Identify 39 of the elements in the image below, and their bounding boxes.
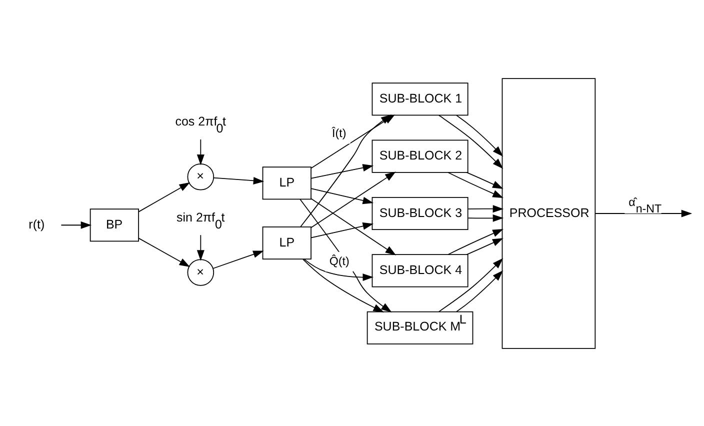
arrow xyxy=(310,188,374,204)
node-box: SUB-BLOCK 4 xyxy=(372,254,468,287)
node-box: SUB-BLOCK 3 xyxy=(372,196,468,230)
arrow xyxy=(310,222,374,238)
arrow xyxy=(213,176,264,184)
arrow xyxy=(456,114,504,156)
node-circle: × xyxy=(187,258,214,286)
arrow xyxy=(138,182,190,212)
node-box: BP xyxy=(90,208,140,242)
arrow xyxy=(438,114,504,168)
node-circle: × xyxy=(187,162,214,190)
edge-label: Q̂(t) xyxy=(329,254,350,268)
arrow xyxy=(310,198,396,255)
arrow xyxy=(595,209,692,217)
arrow xyxy=(468,204,504,212)
arrow xyxy=(466,171,504,188)
arrow xyxy=(138,237,190,267)
node-box: PROCESSOR xyxy=(502,78,596,348)
node-text: r(t) xyxy=(28,216,45,231)
arrow xyxy=(196,234,204,260)
arrow xyxy=(438,258,504,312)
arrow xyxy=(310,171,396,228)
arrow xyxy=(304,258,374,281)
arrow xyxy=(212,250,264,268)
node-box: LP xyxy=(262,226,312,260)
node-box: SUB-BLOCK 2 xyxy=(372,139,468,172)
arrow xyxy=(60,220,92,228)
arrow xyxy=(448,172,504,198)
arrow xyxy=(302,258,384,312)
node-box: LP xyxy=(262,166,312,200)
arrow xyxy=(310,164,374,178)
arrow xyxy=(448,228,504,254)
arrow xyxy=(196,138,204,165)
arrow xyxy=(456,270,504,312)
node-box: SUB-BLOCK 1 xyxy=(372,82,468,116)
arrow xyxy=(300,114,392,227)
edge-label: Î(t) xyxy=(332,126,346,140)
arrow xyxy=(468,214,504,222)
arrow xyxy=(466,238,504,255)
